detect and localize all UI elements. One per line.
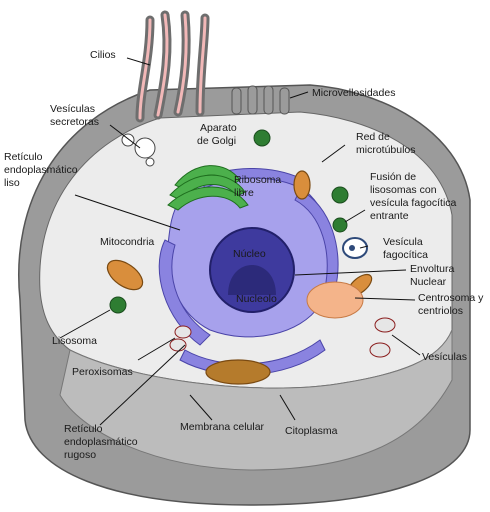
label-ribosoma-2: libre xyxy=(234,187,254,199)
label-vesiculas-secretoras-2: secretoras xyxy=(50,116,99,128)
label-reticulo-liso-1: Retículo xyxy=(4,151,43,163)
label-nucleolo: Nucleolo xyxy=(236,293,277,305)
label-microvellosidades: Microvellosidades xyxy=(312,87,395,99)
leader-lines xyxy=(59,57,421,426)
label-red-microtubulos-2: microtúbulos xyxy=(356,144,416,156)
label-cilios: Cilios xyxy=(90,49,116,61)
label-ribosoma-1: Ribosoma xyxy=(234,174,281,186)
golgi-apparatus xyxy=(167,165,249,211)
label-fusion-4: entrante xyxy=(370,210,409,222)
label-reticulo-rugoso-3: rugoso xyxy=(64,449,96,461)
label-reticulo-liso-2: endoplasmático xyxy=(4,164,78,176)
label-peroxisomas: Peroxisomas xyxy=(72,366,133,378)
labels: Cilios Microvellosidades Vesículas secre… xyxy=(4,49,484,461)
nucleolus xyxy=(228,265,276,295)
lysosomes xyxy=(109,129,349,314)
secretory-vesicles xyxy=(121,133,156,167)
label-reticulo-liso-3: liso xyxy=(4,177,20,189)
cut-wall xyxy=(59,329,453,471)
mitochondria xyxy=(106,170,373,385)
label-fusion-2: lisosomas con xyxy=(370,184,437,196)
microvilli xyxy=(231,85,290,115)
label-nucleo: Núcleo xyxy=(233,248,266,260)
label-vesiculas-secretoras-1: Vesículas xyxy=(50,103,95,115)
label-reticulo-rugoso-1: Retículo xyxy=(64,423,103,435)
label-vesicula-fagocitica-1: Vesícula xyxy=(383,236,423,248)
centrosome xyxy=(306,281,364,319)
label-envoltura-2: Nuclear xyxy=(410,276,447,288)
label-centrosoma-2: centriolos xyxy=(418,305,463,317)
label-red-microtubulos-1: Red de xyxy=(356,131,390,143)
label-envoltura-1: Envoltura xyxy=(410,263,455,275)
label-aparato-golgi-2: de Golgi xyxy=(197,135,236,147)
label-vesiculas: Vesículas xyxy=(422,351,467,363)
label-fusion-1: Fusión de xyxy=(370,171,416,183)
vesicles xyxy=(369,317,396,358)
label-vesicula-fagocitica-2: fagocítica xyxy=(383,249,428,261)
label-centrosoma-1: Centrosoma y xyxy=(418,292,484,304)
label-membrana: Membrana celular xyxy=(180,421,265,433)
label-aparato-golgi-1: Aparato xyxy=(200,122,237,134)
label-mitocondria: Mitocondria xyxy=(100,236,154,248)
label-fusion-3: vesícula fagocítica xyxy=(370,197,457,209)
label-reticulo-rugoso-2: endoplasmático xyxy=(64,436,138,448)
label-citoplasma: Citoplasma xyxy=(285,425,338,437)
phagocytic-vesicle xyxy=(342,237,368,259)
label-lisosoma: Lisosoma xyxy=(52,335,97,347)
